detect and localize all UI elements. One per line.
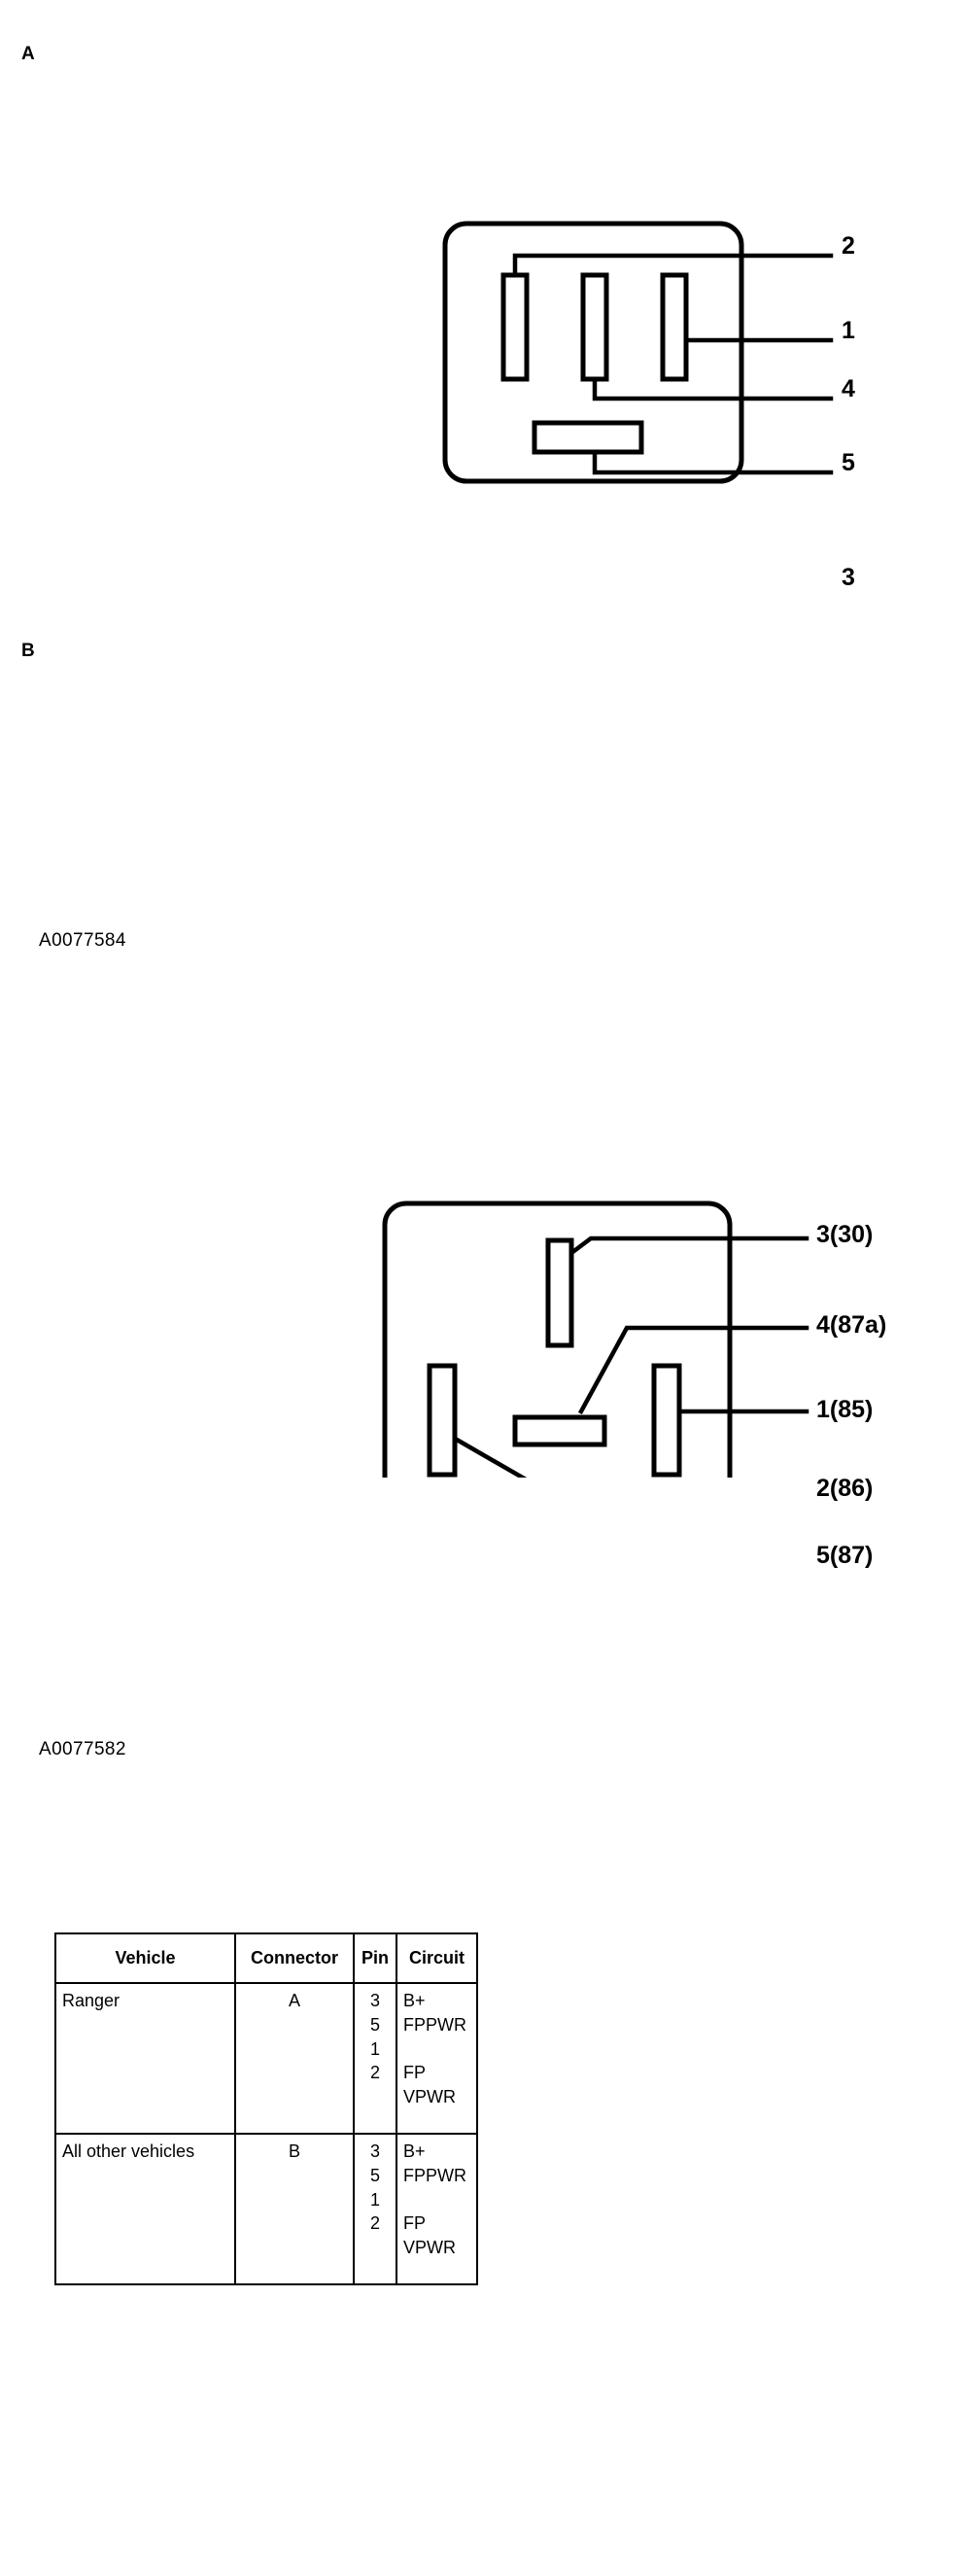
- figure-caption-a: A0077584: [39, 930, 126, 951]
- cell-circuit: B+ FPPWR FP VPWR: [396, 2133, 478, 2285]
- leader-line-pin-5: [592, 449, 834, 475]
- pin-label-a-4: 4: [842, 375, 855, 402]
- connector-diagram-b: [0, 1157, 964, 1478]
- table-row: All other vehicles B 3 5 1 2 B+ FPPWR FP…: [54, 2133, 478, 2285]
- cell-pin: 3 5 1 2: [353, 2133, 397, 2285]
- column-header-connector: Connector: [234, 1932, 355, 1984]
- leader-line-pin-4-87a: [577, 1325, 809, 1415]
- pin-label-b-1-85: 1(85): [816, 1396, 874, 1423]
- connector-a-body: [442, 221, 744, 484]
- table-header-row: Vehicle Connector Pin Circuit: [54, 1932, 478, 1984]
- connector-b-body: [382, 1201, 733, 1478]
- terminal-a-vertical-2: [580, 272, 609, 382]
- connector-pinout-table: Vehicle Connector Pin Circuit Ranger A 3…: [54, 1932, 478, 2285]
- pin-label-b-5-87: 5(87): [816, 1542, 874, 1569]
- terminal-a-vertical-1: [500, 272, 530, 382]
- cell-circuit: B+ FPPWR FP VPWR: [396, 1982, 478, 2135]
- pin-label-b-2-86: 2(86): [816, 1475, 874, 1502]
- column-header-pin: Pin: [353, 1932, 397, 1984]
- cell-connector: B: [234, 2133, 355, 2285]
- table-row: Ranger A 3 5 1 2 B+ FPPWR FP VPWR: [54, 1982, 478, 2135]
- connector-diagram-a: [0, 204, 964, 525]
- pin-label-a-2: 2: [842, 232, 855, 260]
- pin-label-b-4-87a: 4(87a): [816, 1311, 887, 1339]
- leader-line-pin-2-86: [453, 1436, 528, 1478]
- column-header-circuit: Circuit: [396, 1932, 478, 1984]
- terminal-a-vertical-3: [660, 272, 689, 382]
- leader-line-pin-4: [592, 376, 834, 401]
- section-letter-a: A: [21, 44, 36, 64]
- pin-label-a-3: 3: [842, 564, 855, 591]
- leader-line-pin-2: [512, 253, 834, 278]
- terminal-b-vertical-left: [427, 1363, 458, 1478]
- terminal-b-vertical-top: [545, 1237, 574, 1348]
- cell-pin: 3 5 1 2: [353, 1982, 397, 2135]
- connector-pinout-table-wrapper: Vehicle Connector Pin Circuit Ranger A 3…: [54, 1932, 478, 2285]
- cell-connector: A: [234, 1982, 355, 2135]
- section-letter-b: B: [21, 641, 36, 661]
- leader-line-pin-3-30: [556, 1236, 809, 1266]
- pin-label-a-1: 1: [842, 317, 855, 344]
- cell-vehicle: All other vehicles: [54, 2133, 236, 2285]
- pin-label-a-5: 5: [842, 449, 855, 476]
- connector-a-drawing: [442, 221, 834, 484]
- cell-vehicle: Ranger: [54, 1982, 236, 2135]
- connector-b-drawing: [382, 1201, 809, 1478]
- column-header-vehicle: Vehicle: [54, 1932, 236, 1984]
- terminal-b-horizontal-mid: [512, 1414, 607, 1447]
- terminal-b-vertical-right: [651, 1363, 682, 1478]
- pin-label-b-3-30: 3(30): [816, 1221, 874, 1248]
- terminal-a-horizontal-mid: [532, 420, 644, 455]
- figure-caption-b: A0077582: [39, 1739, 126, 1759]
